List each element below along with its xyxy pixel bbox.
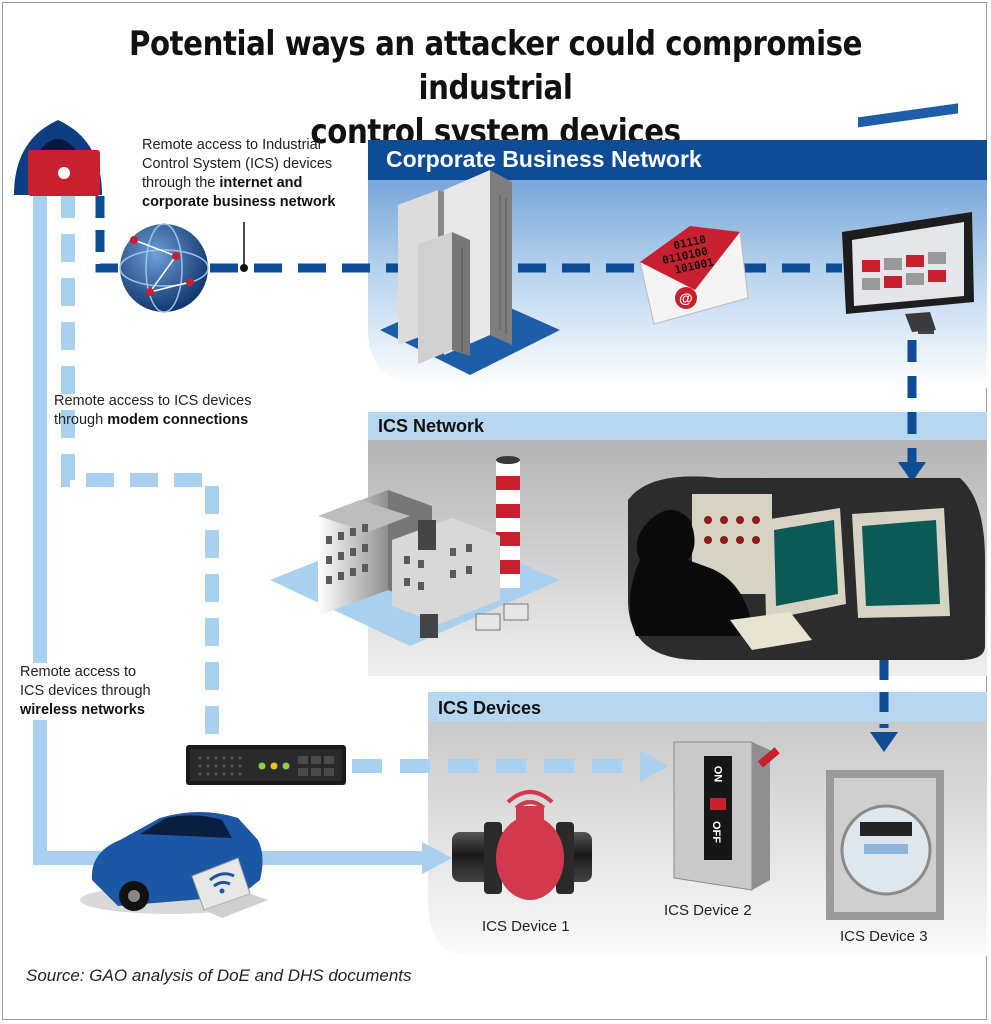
internet-caption-plain: through the	[142, 175, 220, 191]
wireless-caption-line-3: wireless networks	[20, 701, 151, 720]
down-arrow-icon	[898, 462, 926, 482]
wifi-signal-icon	[506, 790, 554, 817]
modem-caption: Remote access to ICS devices through mod…	[54, 392, 251, 430]
ics-network-heading: ICS Network	[378, 416, 485, 436]
control-room-icon	[628, 476, 985, 660]
internet-caption-line-2: Control System (ICS) devices	[142, 156, 333, 172]
breaker-switch-icon	[673, 741, 780, 891]
internet-caption: Remote access to Industrial Control Syst…	[142, 136, 335, 212]
title-line-1: Potential ways an attacker could comprom…	[128, 24, 863, 108]
switch-off-label: OFF	[710, 821, 722, 843]
internet-caption-line-3: through the internet and	[142, 174, 335, 193]
internet-caption-bold-2: corporate business network	[142, 194, 336, 210]
office-buildings-icon	[380, 170, 560, 375]
corporate-band	[368, 140, 987, 180]
svg-text:@: @	[679, 290, 693, 306]
hacker-icon	[14, 120, 102, 196]
internet-caption-line-4: corporate business network	[142, 193, 335, 212]
ics-device-1-label: ICS Device 1	[482, 918, 570, 935]
modem-path	[61, 190, 668, 782]
internet-path	[95, 196, 926, 752]
modem-caption-line-2: through modem connections	[54, 411, 251, 430]
monitor-tiles	[862, 252, 946, 290]
corporate-network-heading: Corporate Business Network	[386, 146, 702, 172]
wireless-caption-line-1: Remote access to	[20, 664, 137, 680]
ics-device-3-label: ICS Device 3	[840, 928, 928, 945]
ics-devices-heading: ICS Devices	[438, 698, 542, 718]
modem-icon	[186, 745, 346, 785]
internet-caption-bold-1: internet and	[219, 175, 303, 191]
wireless-caption-bold: wireless networks	[20, 702, 145, 718]
modem-caption-bold: modem connections	[107, 412, 249, 428]
modem-caption-line-1: Remote access to ICS devices	[54, 393, 252, 409]
factory-icon	[270, 456, 560, 646]
source-note: Source: GAO analysis of DoE and DHS docu…	[26, 966, 412, 985]
ics-device-2-label: ICS Device 2	[664, 902, 752, 919]
ics-network-band	[368, 412, 987, 440]
operator-silhouette	[629, 510, 750, 636]
pipe-valve-icon	[452, 806, 592, 900]
email-envelope-icon: @	[639, 226, 749, 325]
modem-arrow-icon	[640, 750, 668, 782]
wireless-arrow-icon	[422, 842, 452, 874]
switch-on-label: ON	[711, 765, 724, 783]
leader-dot	[240, 264, 248, 272]
ics-devices-band	[428, 692, 987, 722]
wireless-path	[33, 195, 452, 874]
wifi-icon	[209, 872, 235, 894]
modem-caption-plain: through	[54, 412, 108, 428]
wireless-caption: Remote access to ICS devices through wir…	[20, 663, 157, 720]
internet-caption-line-1: Remote access to Industrial	[142, 137, 321, 153]
smart-meter-icon	[826, 770, 944, 920]
globe-icon	[119, 223, 209, 313]
wireless-caption-line-2: ICS devices through	[20, 683, 151, 699]
down-arrow-icon	[870, 732, 898, 752]
